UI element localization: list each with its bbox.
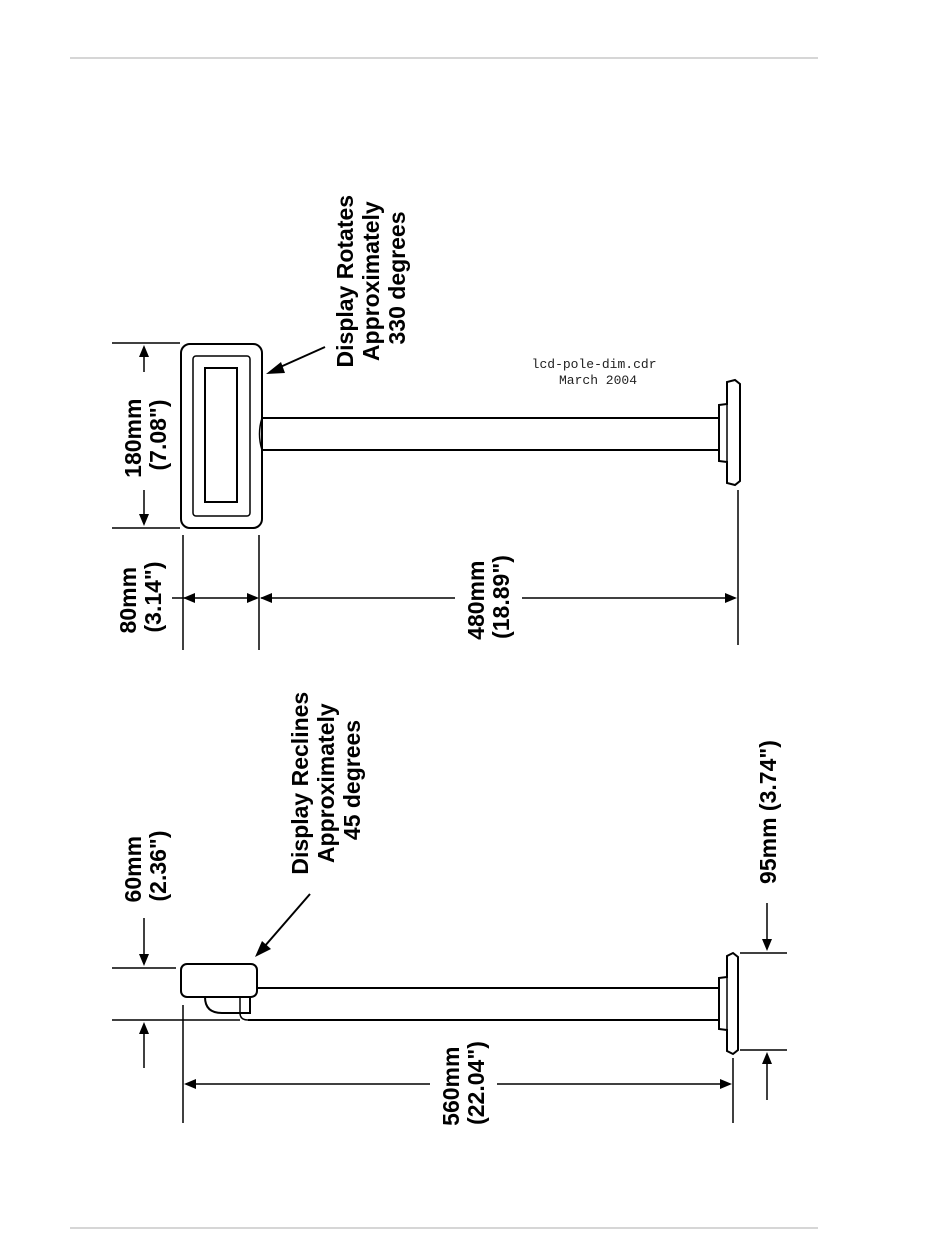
rotate-leader-line (278, 347, 325, 368)
side-view: 60mm (2.36") Display Reclines Approximat… (112, 685, 787, 1125)
front-height-arrowhead-bottom (139, 514, 149, 526)
side-foot-label: 95mm (3.74") (755, 740, 781, 884)
file-note: lcd-pole-dim.cdr March 2004 (532, 357, 665, 388)
side-total-arrowhead-left (184, 1079, 196, 1089)
front-display-screen (205, 368, 237, 502)
side-pole-neck (240, 1013, 248, 1020)
front-display-bezel (193, 356, 250, 516)
side-foot-arrowhead-top (762, 939, 772, 951)
rotate-note: Display Rotates Approximately 330 degree… (332, 189, 410, 368)
front-pole-arrowhead-right (725, 593, 737, 603)
recline-leader-line (264, 894, 310, 947)
side-total-arrowhead-right (720, 1079, 732, 1089)
side-head-label: 60mm (2.36") (120, 830, 171, 903)
front-base-foot (719, 380, 740, 485)
front-pole-label: 480mm (18.89") (463, 554, 514, 640)
front-pole-arrowhead-left (260, 593, 272, 603)
rotate-leader-arrowhead (266, 362, 285, 374)
recline-leader-arrowhead (255, 941, 271, 957)
front-base-label: 80mm (3.14") (115, 561, 166, 634)
side-head-arrowhead-top (139, 954, 149, 966)
front-base-arrowhead-left (183, 593, 195, 603)
front-base-arrowhead-right (247, 593, 259, 603)
side-display-mount (205, 997, 250, 1013)
side-head-arrowhead-bottom (139, 1022, 149, 1034)
front-view: 180mm (7.08") 80mm (3.14") 480mm (18.89"… (112, 189, 740, 650)
side-foot-arrowhead-bottom (762, 1052, 772, 1064)
front-height-arrowhead-top (139, 345, 149, 357)
front-height-label: 180mm (7.08") (120, 392, 171, 478)
recline-note: Display Reclines Approximately 45 degree… (287, 685, 365, 874)
side-display-housing (181, 964, 257, 997)
side-total-label: 560mm (22.04") (438, 1040, 489, 1126)
side-base-foot (719, 953, 738, 1054)
